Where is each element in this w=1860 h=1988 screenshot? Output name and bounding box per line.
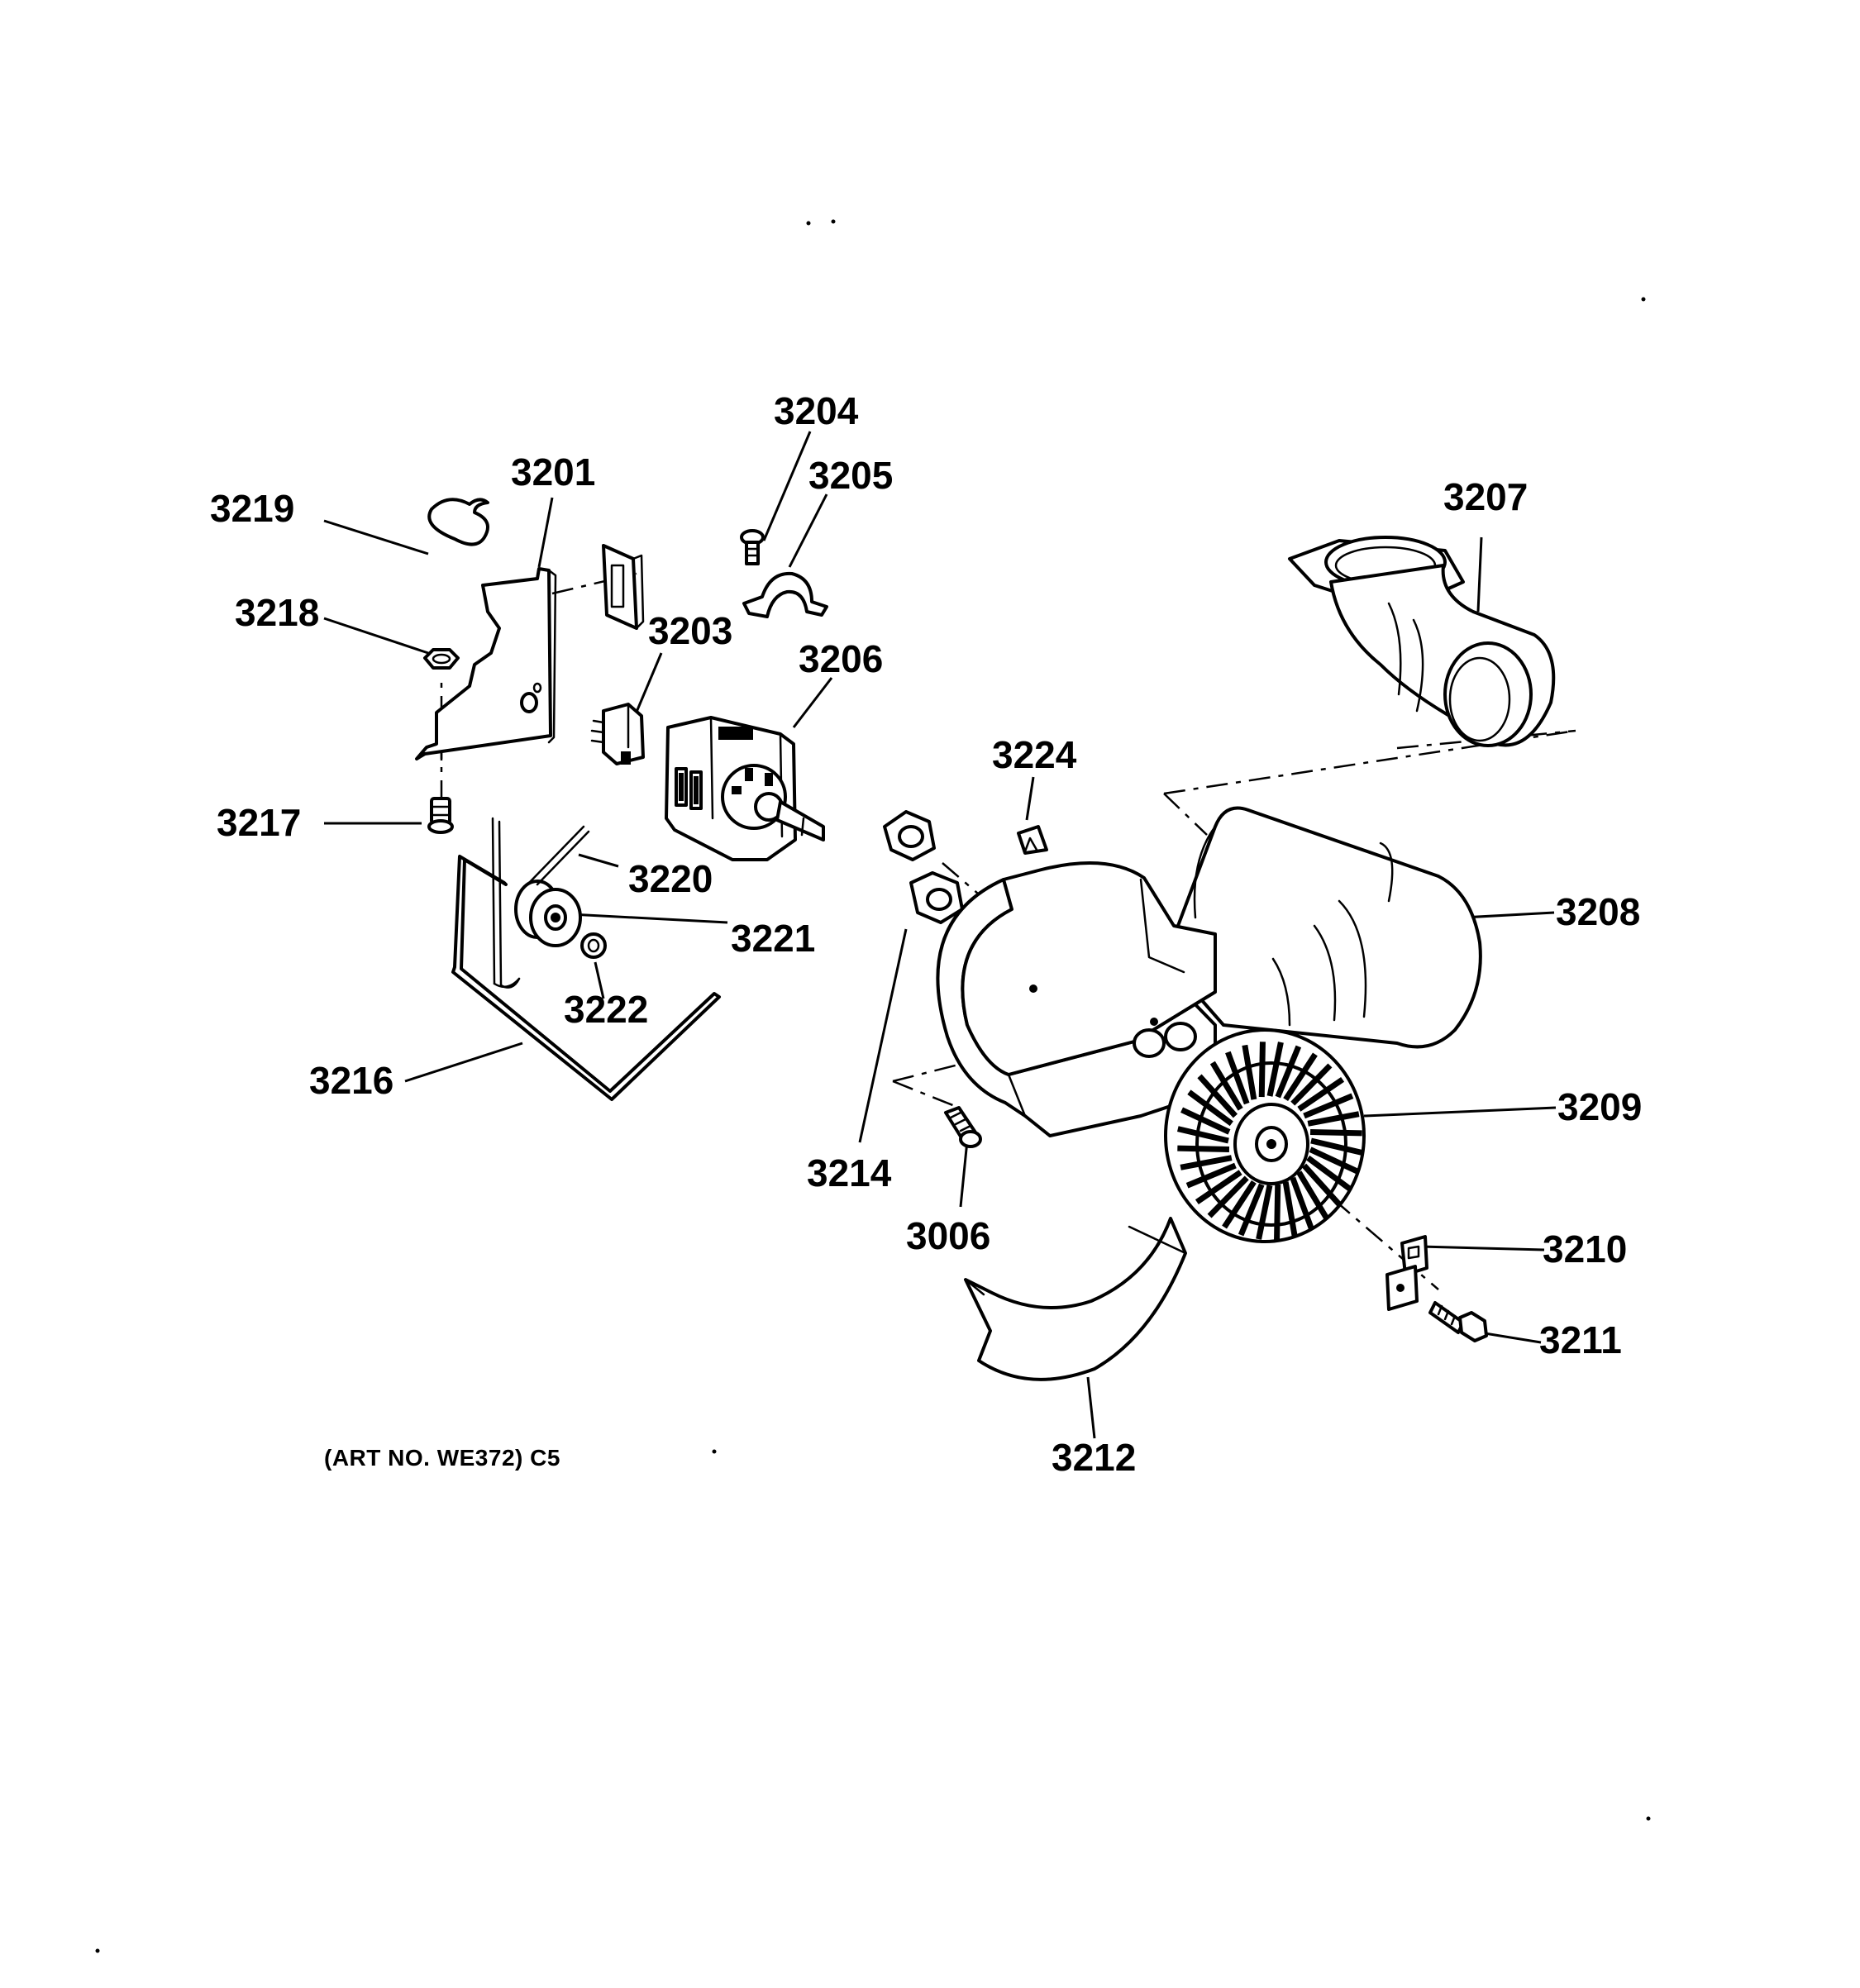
part-3006-screw <box>944 1106 982 1148</box>
scan-specks <box>95 219 1651 1953</box>
label-3218: 3218 <box>235 591 320 634</box>
part-3211-bolt <box>1428 1301 1488 1342</box>
blower-fin <box>1187 1089 1233 1127</box>
blower-fin <box>1283 1052 1318 1102</box>
label-3219: 3219 <box>210 487 295 530</box>
label-3212: 3212 <box>1052 1436 1137 1479</box>
blower-fin <box>1177 1126 1229 1144</box>
label-3211: 3211 <box>1539 1318 1622 1361</box>
part-3216-rod <box>451 817 721 1101</box>
part-3201-bracket <box>415 567 557 760</box>
part-3212-shield <box>964 1217 1187 1381</box>
part-3206-motor <box>665 716 825 861</box>
blower-fin <box>1282 1181 1298 1237</box>
label-3006: 3006 <box>906 1214 991 1257</box>
blower-fin <box>1290 1063 1333 1106</box>
blower-fin <box>1209 1061 1243 1111</box>
label-3209: 3209 <box>1557 1085 1643 1128</box>
blower-fin <box>1266 1042 1284 1097</box>
label-3204: 3204 <box>774 389 859 432</box>
label-3214: 3214 <box>807 1151 892 1194</box>
blower-fin <box>1180 1107 1231 1135</box>
label-3224: 3224 <box>992 733 1077 776</box>
part-3203-switch <box>590 703 645 765</box>
blower-fin <box>1297 1077 1345 1112</box>
part-3222-nut <box>580 932 607 959</box>
blower-fin <box>1242 1044 1257 1100</box>
label-3210: 3210 <box>1543 1228 1628 1271</box>
blower-fin <box>1310 1137 1362 1156</box>
label-3221: 3221 <box>731 917 816 960</box>
part-3218-nut <box>423 648 460 670</box>
part-3208-blower-housing <box>936 806 1482 1137</box>
label-3203: 3203 <box>648 609 733 652</box>
part-3207-exhaust-elbow <box>1288 536 1556 747</box>
art-number-caption: (ART NO. WE372) C5 <box>324 1445 560 1471</box>
blower-fin <box>1301 1163 1343 1208</box>
blower-fin <box>1274 1184 1281 1240</box>
blower-fin <box>1180 1155 1233 1170</box>
blower-fin <box>1258 1042 1266 1098</box>
blower-fin <box>1256 1185 1273 1240</box>
part-3219-clip <box>427 498 489 546</box>
label-3201: 3201 <box>511 451 596 493</box>
part-3209-blower-wheel <box>1164 1028 1366 1243</box>
blower-fin <box>1306 1155 1352 1192</box>
blower-fin <box>1238 1183 1265 1237</box>
label-3207: 3207 <box>1443 475 1529 518</box>
label-3206: 3206 <box>799 637 884 680</box>
blower-fin <box>1195 1170 1242 1204</box>
blower-fin <box>1225 1051 1250 1105</box>
blower-fin <box>1185 1162 1237 1189</box>
label-3205: 3205 <box>808 454 894 497</box>
blower-fin <box>1177 1145 1230 1153</box>
part-3210-clip <box>1385 1235 1428 1311</box>
part-3214-bearing <box>883 810 964 924</box>
blower-fin <box>1296 1170 1330 1221</box>
label-3220: 3220 <box>628 857 713 900</box>
blower-fin <box>1222 1180 1257 1229</box>
part-3205-clamp <box>742 571 828 618</box>
part-3224-clip <box>1017 825 1048 855</box>
blower-fin <box>1290 1176 1314 1231</box>
label-3208: 3208 <box>1556 890 1641 933</box>
blower-fin <box>1307 1111 1360 1127</box>
label-3222: 3222 <box>564 988 649 1031</box>
part-3217-screw <box>427 797 454 834</box>
blower-fin <box>1275 1045 1302 1099</box>
label-3216: 3216 <box>309 1059 394 1102</box>
leader-lines <box>323 431 1557 1439</box>
part-3221-pulley <box>514 825 590 947</box>
blower-fin <box>1309 1147 1359 1175</box>
blower-fin <box>1303 1093 1354 1119</box>
blower-fin <box>1207 1175 1249 1218</box>
part-switch-plate <box>602 544 645 630</box>
blower-fin <box>1197 1074 1238 1118</box>
label-3217: 3217 <box>217 801 302 844</box>
part-3204-screw <box>740 529 765 565</box>
